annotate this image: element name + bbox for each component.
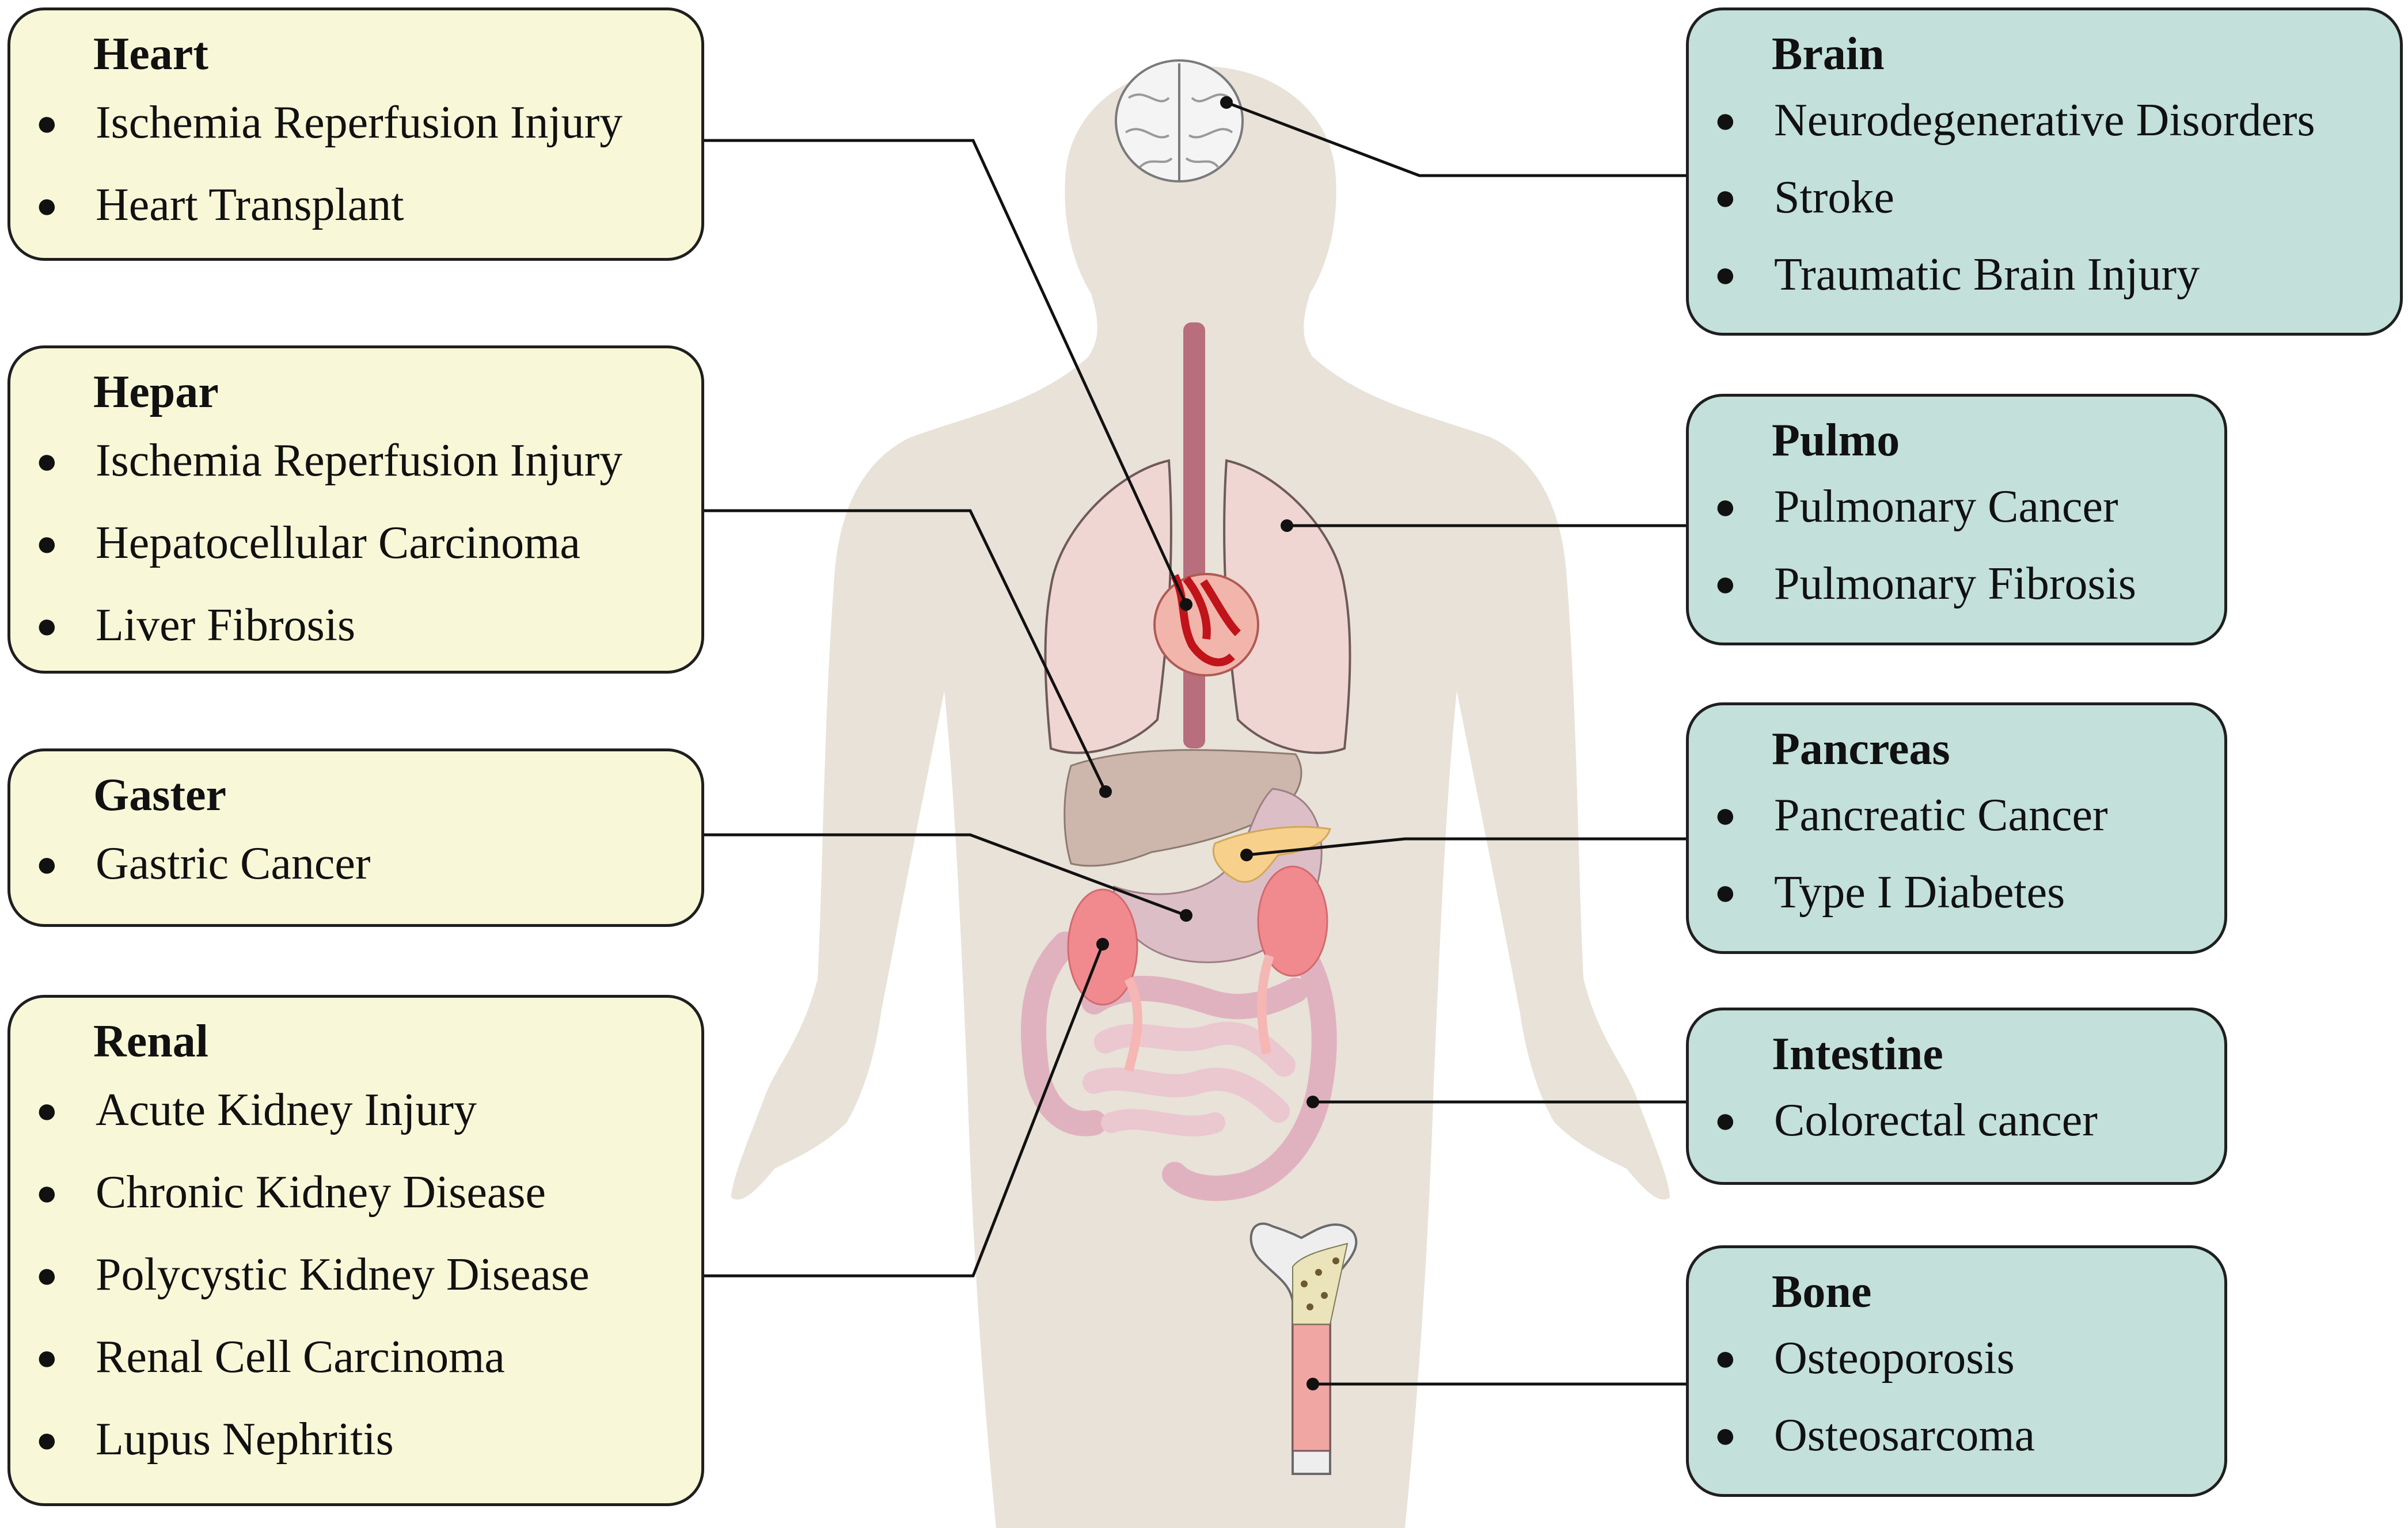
list-item: ●Pulmonary Fibrosis [1714,558,2136,609]
panel-gaster: Gaster ●Gastric Cancer [7,748,704,927]
panel-title-pulmo: Pulmo [1772,415,1900,466]
list-item: ●Renal Cell Carcinoma [36,1332,505,1382]
list-item: ●Osteoporosis [1714,1332,2015,1383]
connector-gaster [704,833,1187,917]
panel-title-hepar: Hepar [93,367,219,417]
list-item: ●Chronic Kidney Disease [36,1167,546,1218]
connector-renal [704,944,1104,1278]
connector-hepar [704,509,1107,793]
panel-title-bone: Bone [1772,1267,1872,1317]
connector-brain [1226,101,1687,177]
list-item: ●Ischemia Reperfusion Injury [36,97,623,148]
panel-title-intestine: Intestine [1772,1029,1943,1080]
list-item: ●Lupus Nephritis [36,1414,394,1465]
list-item: ●Liver Fibrosis [36,600,356,651]
connector-lines [704,101,1687,1386]
panel-hepar: Hepar ●Ischemia Reperfusion Injury ●Hepa… [7,345,704,674]
panel-heart: Heart ●Ischemia Reperfusion Injury ●Hear… [7,7,704,261]
heart-organ [1153,573,1259,676]
liver-organ [1064,749,1302,867]
list-item: ●Polycystic Kidney Disease [36,1249,590,1300]
panel-pulmo: Pulmo ●Pulmonary Cancer ●Pulmonary Fibro… [1686,394,2227,645]
connector-dots [1096,96,1319,1390]
list-item: ●Hepatocellular Carcinoma [36,518,580,568]
panel-title-renal: Renal [93,1016,208,1067]
panel-brain: Brain ●Neurodegenerative Disorders ●Stro… [1686,7,2403,336]
panel-title-heart: Heart [93,29,208,79]
panel-pancreas: Pancreas ●Pancreatic Cancer ●Type I Diab… [1686,702,2227,954]
panel-title-brain: Brain [1772,29,1885,79]
list-item: ●Neurodegenerative Disorders [1714,94,2315,146]
panel-intestine: Intestine ●Colorectal cancer [1686,1008,2227,1185]
list-item: ●Pulmonary Cancer [1714,481,2118,532]
list-item: ●Traumatic Brain Injury [1714,249,2200,300]
list-item: ●Pancreatic Cancer [1714,789,2108,841]
list-item: ●Gastric Cancer [36,838,371,889]
bone-organ [1249,1222,1358,1475]
brain-organ [1115,59,1244,183]
list-item: ●Heart Transplant [36,180,404,230]
esophagus-organ [1183,322,1205,748]
list-item: ●Colorectal cancer [1714,1094,2098,1146]
panel-title-gaster: Gaster [93,770,227,820]
list-item: ●Acute Kidney Injury [36,1085,477,1135]
panel-bone: Bone ●Osteoporosis ●Osteosarcoma [1686,1245,2227,1497]
list-item: ●Type I Diabetes [1714,866,2065,918]
list-item: ●Ischemia Reperfusion Injury [36,435,623,486]
panel-renal: Renal ●Acute Kidney Injury ●Chronic Kidn… [7,995,704,1506]
connector-pancreas [1246,837,1687,857]
pancreas-organ [1212,826,1331,883]
list-item: ●Osteosarcoma [1714,1409,2035,1461]
list-item: ●Stroke [1714,172,1894,223]
panel-title-pancreas: Pancreas [1772,724,1950,774]
connector-heart [704,139,1188,606]
